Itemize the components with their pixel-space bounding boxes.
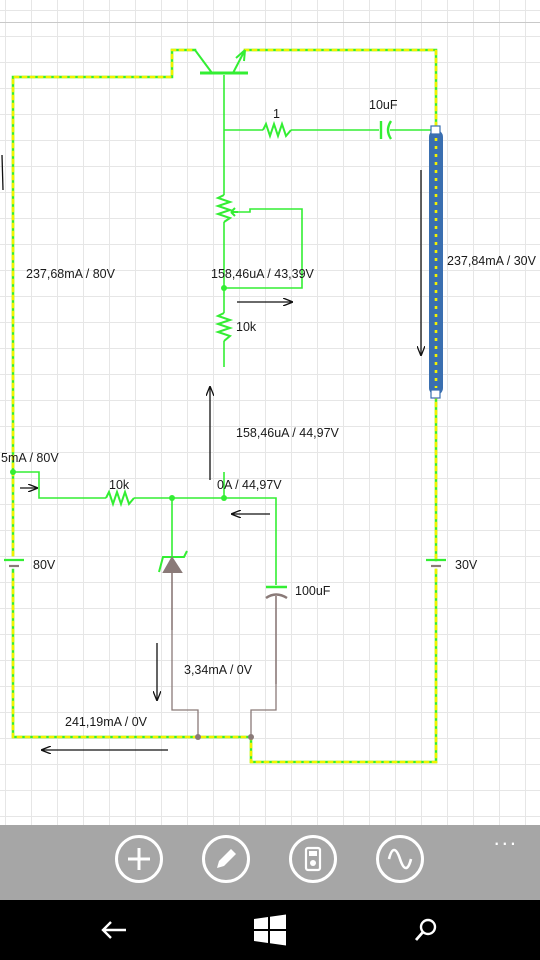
capacitor-10uf[interactable]	[379, 120, 393, 140]
source-30v-label: 30V	[455, 558, 478, 572]
zener-reading: 3,34mA / 0V	[184, 663, 253, 677]
app-bar: ...	[0, 825, 540, 900]
capacitor-100uf-label: 100uF	[295, 584, 331, 598]
potentiometer-reading: 158,46uA / 43,39V	[211, 267, 314, 281]
circuit-canvas[interactable]: 1 10uF 237,68mA / 80V 158,46uA / 43,39V …	[0, 0, 540, 825]
bottom-branch-reading: 241,19mA / 0V	[65, 715, 148, 729]
lamp-reading: 237,84mA / 30V	[447, 254, 536, 268]
search-icon	[414, 918, 437, 941]
vertical-branch-reading: 158,46uA / 44,97V	[236, 426, 339, 440]
capacitor-100uf[interactable]	[265, 585, 288, 684]
inactive-wires[interactable]	[171, 630, 277, 737]
canvas-top-border	[0, 22, 540, 23]
resistor-10k-horizontal-label: 10k	[109, 478, 130, 492]
circuit-diagram[interactable]	[0, 0, 540, 825]
meter-button[interactable]	[289, 835, 337, 883]
lamp[interactable]	[429, 125, 443, 399]
highlighted-wires[interactable]	[11, 48, 438, 764]
pencil-icon	[217, 849, 236, 868]
transistor[interactable]	[194, 49, 248, 75]
windows-logo-icon	[254, 914, 286, 946]
voltage-source-80v[interactable]	[4, 558, 24, 568]
sine-wave-icon	[387, 848, 413, 870]
voltage-source-30v[interactable]	[426, 558, 446, 568]
resistor-10k-vertical[interactable]	[214, 312, 234, 342]
capacitor-10uf-label: 10uF	[369, 98, 398, 112]
back-arrow-icon	[101, 921, 126, 939]
start-button[interactable]	[252, 912, 288, 948]
zener-diode[interactable]	[158, 550, 188, 630]
resistor-1ohm[interactable]	[262, 120, 292, 140]
system-nav-bar	[0, 900, 540, 960]
oscilloscope-button[interactable]	[376, 835, 424, 883]
source-80v-label: 80V	[33, 558, 56, 572]
left-edge-reading: 5mA / 80V	[1, 451, 59, 465]
plus-icon	[128, 848, 150, 870]
left-branch-reading: 237,68mA / 80V	[26, 267, 115, 281]
potentiometer[interactable]	[214, 194, 238, 223]
current-arrows	[1, 154, 421, 750]
add-component-button[interactable]	[115, 835, 163, 883]
search-button[interactable]	[408, 912, 444, 948]
resistor-10k-horizontal[interactable]	[105, 488, 135, 508]
resistor-1ohm-label: 1	[273, 107, 280, 121]
active-wires[interactable]	[13, 75, 436, 585]
node-reading: 0A / 44,97V	[217, 478, 282, 492]
resistor-10k-vertical-label: 10k	[236, 320, 257, 334]
back-button[interactable]	[96, 912, 132, 948]
edit-button[interactable]	[202, 835, 250, 883]
multimeter-icon	[304, 846, 322, 872]
more-options-button[interactable]: ...	[493, 825, 518, 850]
